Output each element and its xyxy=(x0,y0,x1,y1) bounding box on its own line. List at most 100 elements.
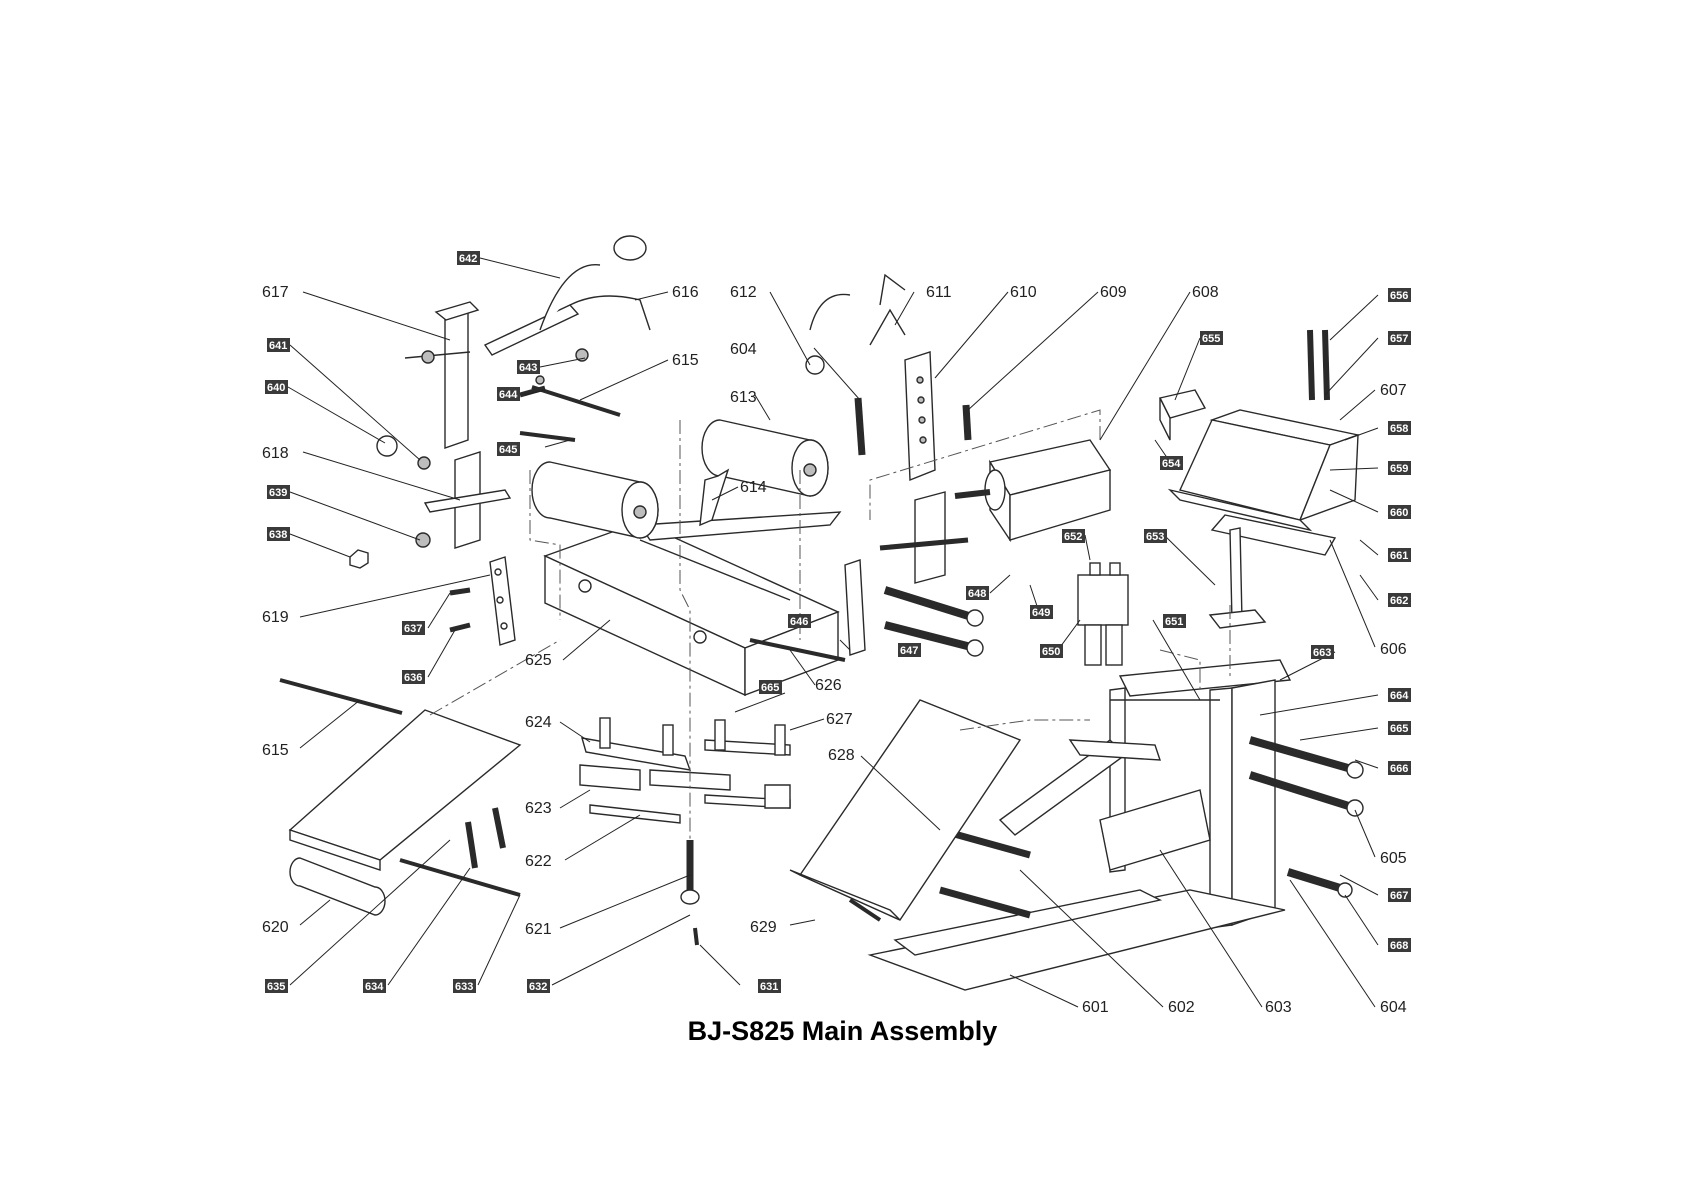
part-stand-653 xyxy=(1208,527,1267,629)
callout-602: 602 xyxy=(1168,999,1195,1016)
callout-665-center: 665 xyxy=(759,680,782,694)
part-board-629 xyxy=(789,699,1022,922)
callout-609: 609 xyxy=(1100,284,1127,301)
part-nut-638 xyxy=(349,549,369,569)
svg-text:665: 665 xyxy=(761,682,779,694)
part-axle-615 xyxy=(531,385,621,417)
callout-654: 654 xyxy=(1160,456,1183,470)
callout-648: 648 xyxy=(966,586,989,600)
callout-655: 655 xyxy=(1200,331,1223,345)
svg-text:650: 650 xyxy=(1042,646,1060,658)
callout-634: 634 xyxy=(363,979,386,993)
svg-text:644: 644 xyxy=(499,389,518,401)
callout-668: 668 xyxy=(1388,938,1411,952)
part-bolts-626 xyxy=(749,638,846,662)
svg-text:664: 664 xyxy=(1390,690,1409,702)
callout-605: 605 xyxy=(1380,850,1407,867)
part-frame-602 xyxy=(939,739,1161,919)
callout-624: 624 xyxy=(525,714,552,731)
part-base-frame xyxy=(867,659,1292,991)
part-rods-646-647 xyxy=(883,586,984,657)
callout-652: 652 xyxy=(1062,529,1085,543)
callout-650: 650 xyxy=(1040,644,1063,658)
part-bolts-633-634 xyxy=(465,807,506,869)
callout-644: 644 xyxy=(497,387,520,401)
svg-text:641: 641 xyxy=(269,340,287,352)
callout-659: 659 xyxy=(1388,461,1411,475)
svg-text:639: 639 xyxy=(269,487,287,499)
callout-603: 603 xyxy=(1265,999,1292,1016)
svg-text:648: 648 xyxy=(968,588,986,600)
callout-625: 625 xyxy=(525,652,552,669)
part-plate-606 xyxy=(1210,514,1337,556)
part-control-box-607 xyxy=(1167,329,1361,532)
svg-text:652: 652 xyxy=(1064,531,1082,543)
svg-text:645: 645 xyxy=(499,444,517,456)
callout-663: 663 xyxy=(1311,645,1334,659)
callout-610: 610 xyxy=(1010,284,1037,301)
callout-666: 666 xyxy=(1388,761,1411,775)
callout-664: 664 xyxy=(1388,688,1411,702)
svg-text:631: 631 xyxy=(760,981,778,993)
svg-text:647: 647 xyxy=(900,645,918,657)
callout-622: 622 xyxy=(525,853,552,870)
part-bracket-right xyxy=(844,559,866,656)
callout-620: 620 xyxy=(262,919,289,936)
part-arm-614 xyxy=(699,468,730,527)
svg-text:642: 642 xyxy=(459,253,477,265)
svg-text:637: 637 xyxy=(404,623,422,635)
callout-635: 635 xyxy=(265,979,288,993)
part-knob-640 xyxy=(376,435,398,457)
part-filter-regulator-650 xyxy=(1077,562,1129,666)
svg-text:657: 657 xyxy=(1390,333,1408,345)
callout-606: 606 xyxy=(1380,641,1407,658)
callout-613: 613 xyxy=(730,389,757,406)
callout-638: 638 xyxy=(267,527,290,541)
svg-text:638: 638 xyxy=(269,529,287,541)
part-pin-604-upper xyxy=(854,397,866,456)
part-bolts-636-637 xyxy=(449,587,471,633)
svg-text:667: 667 xyxy=(1390,890,1408,902)
callout-604-lower: 604 xyxy=(1380,999,1407,1016)
callout-660: 660 xyxy=(1388,505,1411,519)
part-roller-613 xyxy=(701,419,829,497)
callout-619: 619 xyxy=(262,609,289,626)
callout-653: 653 xyxy=(1144,529,1167,543)
callout-612: 612 xyxy=(730,284,757,301)
svg-text:649: 649 xyxy=(1032,607,1050,619)
callout-632: 632 xyxy=(527,979,550,993)
callout-658: 658 xyxy=(1388,421,1411,435)
parts-drawing xyxy=(279,235,1364,991)
part-rods-605 xyxy=(1248,736,1364,898)
part-bolts-644-645 xyxy=(519,375,576,442)
callout-661: 661 xyxy=(1388,548,1411,562)
callout-636: 636 xyxy=(402,670,425,684)
part-callouts: 642 617 616 641 643 640 644 615 645 618 … xyxy=(262,251,1411,1016)
svg-text:651: 651 xyxy=(1165,616,1183,628)
part-lower-brackets xyxy=(579,717,791,824)
part-center-lines xyxy=(529,470,561,620)
callout-616: 616 xyxy=(672,284,699,301)
svg-text:666: 666 xyxy=(1390,763,1408,775)
callout-631: 631 xyxy=(758,979,781,993)
part-switch-655 xyxy=(1158,389,1207,441)
svg-text:633: 633 xyxy=(455,981,473,993)
diagram-title: BJ-S825 Main Assembly xyxy=(687,1016,998,1046)
svg-text:656: 656 xyxy=(1390,290,1408,302)
svg-text:660: 660 xyxy=(1390,507,1408,519)
callout-611: 611 xyxy=(926,284,952,301)
callout-645: 645 xyxy=(497,442,520,456)
callout-646: 646 xyxy=(788,614,811,628)
callout-642: 642 xyxy=(457,251,480,265)
callout-601: 601 xyxy=(1082,999,1109,1016)
callout-640: 640 xyxy=(265,380,288,394)
callout-667: 667 xyxy=(1388,888,1411,902)
svg-text:661: 661 xyxy=(1390,550,1408,562)
callout-623: 623 xyxy=(525,800,552,817)
callout-656: 656 xyxy=(1388,288,1411,302)
svg-text:658: 658 xyxy=(1390,423,1408,435)
svg-text:654: 654 xyxy=(1162,458,1181,470)
callout-617: 617 xyxy=(262,284,289,301)
part-arm-603 xyxy=(1099,789,1211,871)
